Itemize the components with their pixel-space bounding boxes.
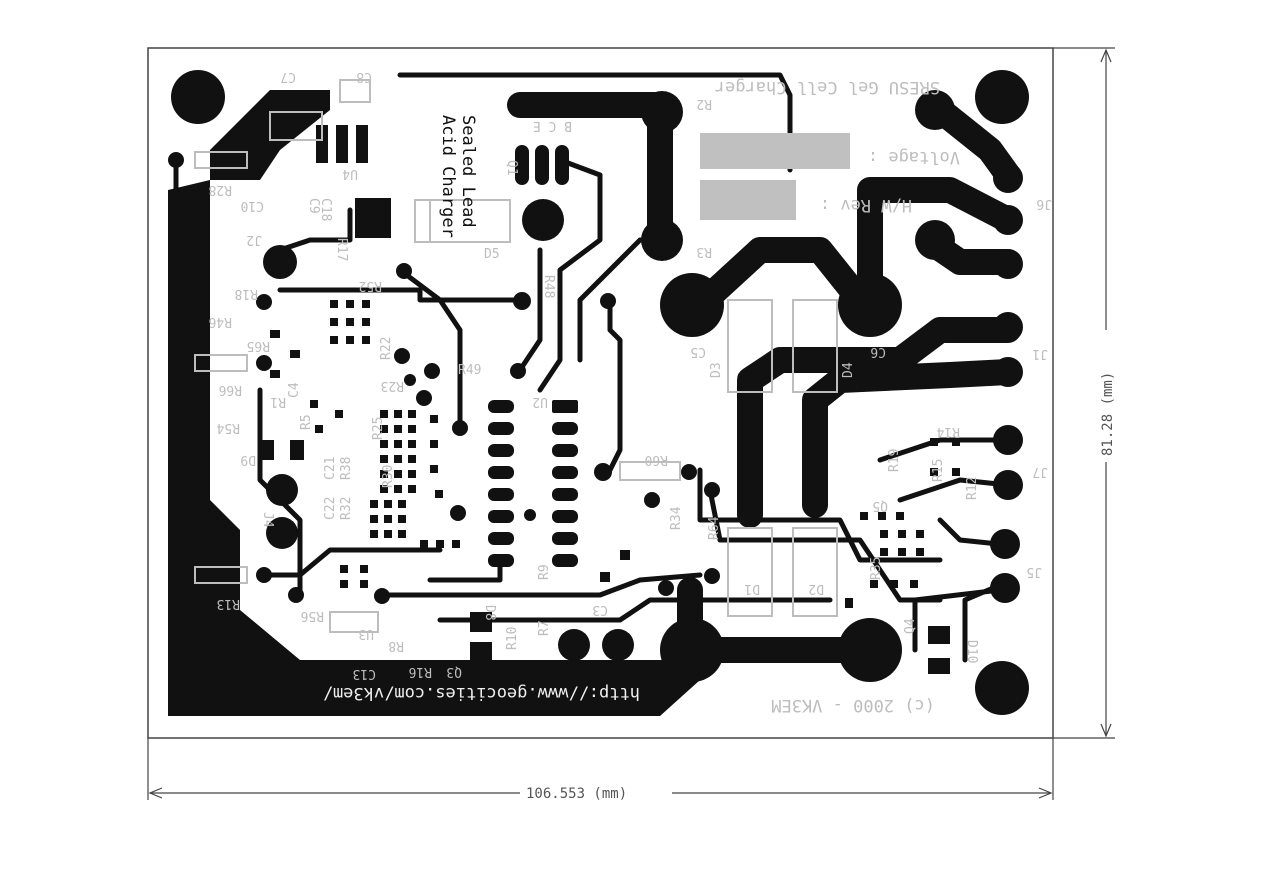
designator-d4: D4 xyxy=(841,362,856,378)
designator-j1: J1 xyxy=(1032,346,1048,361)
designator-r13: R13 xyxy=(217,596,240,611)
designator-j5: J5 xyxy=(1026,564,1042,579)
designator-r17: R17 xyxy=(334,238,349,261)
designator-r48: R48 xyxy=(541,275,556,298)
url-label: http://www.geocities.com/vk3em/ xyxy=(323,683,640,703)
designator-c21: C21 xyxy=(323,457,338,480)
designator-r5: R5 xyxy=(299,414,314,430)
designator-r12: R12 xyxy=(965,477,980,500)
designator-c8: C8 xyxy=(356,69,372,84)
designator-r65: R65 xyxy=(247,338,270,353)
designator-c13: C13 xyxy=(353,666,376,681)
copyright-label: (c) 2000 - VK3EM xyxy=(771,695,935,715)
designator-d5: D5 xyxy=(484,247,500,262)
designator-d9: D9 xyxy=(240,452,256,467)
designator-d1: D1 xyxy=(744,581,760,596)
designator-r54: R54 xyxy=(216,420,240,435)
designator-r34: R34 xyxy=(669,506,684,530)
smd-pads xyxy=(260,300,960,674)
transistor-pin-label: B C E xyxy=(533,118,572,133)
board-outline xyxy=(147,47,1054,739)
designator-r15: R15 xyxy=(931,459,946,482)
designator-r52: R52 xyxy=(359,278,382,293)
designator-r23: R23 xyxy=(381,378,404,393)
designator-r10: R10 xyxy=(505,627,520,650)
designator-r18: R18 xyxy=(235,286,258,301)
designator-r64: R64 xyxy=(707,516,722,540)
u1-regulator-pad xyxy=(355,198,391,238)
designator-d2: D2 xyxy=(808,581,824,596)
designator-r60: R60 xyxy=(645,452,668,467)
designator-c6: C6 xyxy=(870,344,886,359)
designator-u4: U4 xyxy=(342,166,358,181)
designators: C7 C8 U4 R2 R3 Q1 D5 R28 C10 C9 C18 J2 R… xyxy=(209,69,1052,681)
designator-c9: C9 xyxy=(306,198,321,214)
designator-q5: Q5 xyxy=(872,498,888,513)
designator-r35: R35 xyxy=(869,557,884,580)
designator-r1: R1 xyxy=(270,394,286,409)
silkscreen-outlines xyxy=(194,79,850,633)
width-dimension-label: 106.553 (mm) xyxy=(526,786,627,802)
designator-q1: Q1 xyxy=(504,160,519,176)
designator-c10: C10 xyxy=(241,198,264,213)
designator-r3: R3 xyxy=(696,244,712,259)
designator-j2: J2 xyxy=(246,232,262,247)
height-dimension-label: 81.28 (mm) xyxy=(1100,372,1116,456)
u4-pads xyxy=(316,125,368,163)
width-dimension xyxy=(147,738,1054,800)
designator-c7: C7 xyxy=(280,69,296,84)
large-pads xyxy=(263,90,955,682)
designator-r2: R2 xyxy=(696,96,712,111)
voltage-label: Voltage : xyxy=(868,147,960,167)
designator-r8: R8 xyxy=(388,638,404,653)
designator-r16: R16 xyxy=(409,664,432,679)
designator-c22: C22 xyxy=(323,497,338,520)
designator-r46: R46 xyxy=(209,314,232,329)
designator-d10: D10 xyxy=(964,640,979,663)
product-line-1: Sealed Lead xyxy=(458,115,478,228)
product-text: Sealed Lead Acid Charger B C E xyxy=(438,115,572,238)
mirrored-silk-text: SRESU Gel Cell Charger Voltage : H/W Rev… xyxy=(323,77,960,715)
designator-r49: R49 xyxy=(458,363,481,378)
product-line-2: Acid Charger xyxy=(438,115,458,238)
designator-r56: R56 xyxy=(301,608,324,623)
designator-r38: R38 xyxy=(339,457,354,480)
power-traces xyxy=(507,92,1021,663)
designator-q3: Q3 xyxy=(446,664,462,679)
designator-c3: C3 xyxy=(592,602,608,617)
designator-r19: R19 xyxy=(887,449,902,472)
designator-r7: R7 xyxy=(537,620,552,636)
designator-r25: R25 xyxy=(371,417,386,440)
designator-r66: R66 xyxy=(219,382,242,397)
designator-r22: R22 xyxy=(379,337,394,360)
hw-rev-label: H/W Rev : xyxy=(820,195,912,215)
designator-u3: U3 xyxy=(358,626,374,641)
designator-j6: J6 xyxy=(1036,196,1052,211)
designator-j4: J4 xyxy=(260,512,275,528)
designator-r30: R30 xyxy=(381,465,396,488)
designator-j7: J7 xyxy=(1032,464,1048,479)
designator-r14: R14 xyxy=(936,424,960,439)
connector-pads xyxy=(990,163,1023,603)
designator-r28: R28 xyxy=(209,182,232,197)
designator-u2: U2 xyxy=(532,394,548,409)
designator-d8: D8 xyxy=(482,605,497,621)
designator-r9: R9 xyxy=(537,564,552,580)
designator-c5: C5 xyxy=(690,344,706,359)
mounting-holes xyxy=(171,70,1029,715)
designator-r32: R32 xyxy=(339,497,354,520)
vias xyxy=(168,152,720,604)
designator-c18: C18 xyxy=(318,198,333,221)
board-title: SRESU Gel Cell Charger xyxy=(715,77,940,97)
q1-pads xyxy=(515,145,569,185)
designator-q4: Q4 xyxy=(903,618,918,634)
u2-pads xyxy=(488,400,578,567)
designator-c4: C4 xyxy=(287,382,302,398)
height-dimension xyxy=(1053,47,1115,739)
designator-d3: D3 xyxy=(709,362,724,378)
